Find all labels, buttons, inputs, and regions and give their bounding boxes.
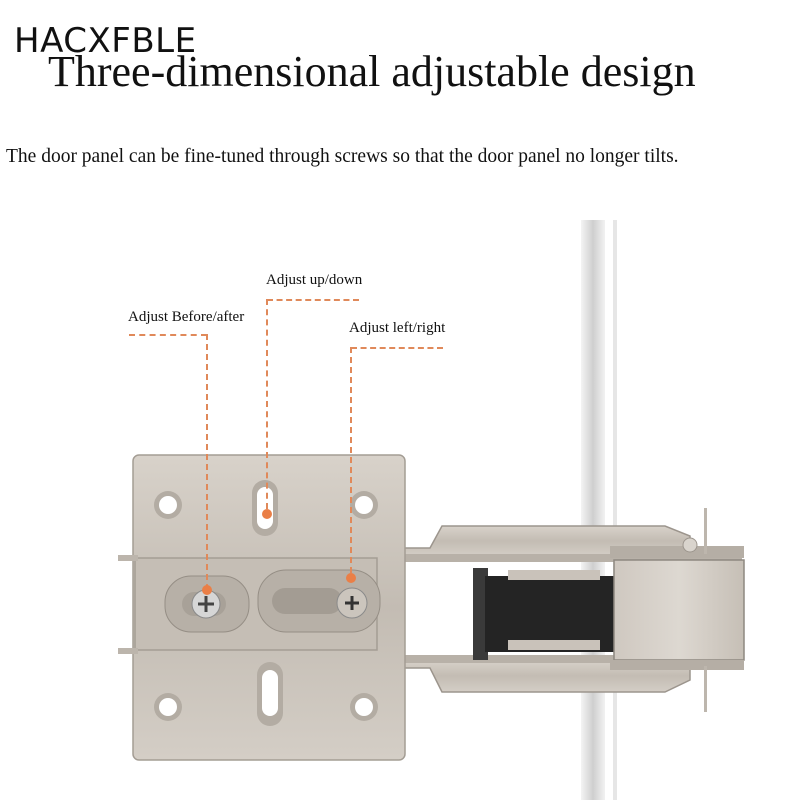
callout-dot: [262, 509, 272, 519]
callout-label: Adjust left/right: [349, 320, 446, 336]
callout-line: [206, 334, 208, 590]
hinge-cup: [610, 508, 745, 712]
callout-label: Adjust Before/after: [128, 309, 245, 325]
callout-line: [267, 299, 359, 301]
callout-line: [266, 299, 268, 509]
callout-line: [129, 334, 207, 336]
screw-left-right: [336, 587, 368, 619]
callout-line: [351, 347, 443, 349]
subtitle: The door panel can be fine-tuned through…: [6, 146, 679, 167]
callout-label: Adjust up/down: [266, 272, 363, 288]
brand-name: HACXFBLE: [14, 21, 197, 61]
callout-line: [350, 347, 352, 573]
page-title: Three-dimensional adjustable design: [48, 47, 696, 96]
callout-dot: [202, 585, 212, 595]
hinge-roller: [473, 568, 615, 660]
mounting-pole: [581, 220, 617, 800]
callout-dot: [346, 573, 356, 583]
